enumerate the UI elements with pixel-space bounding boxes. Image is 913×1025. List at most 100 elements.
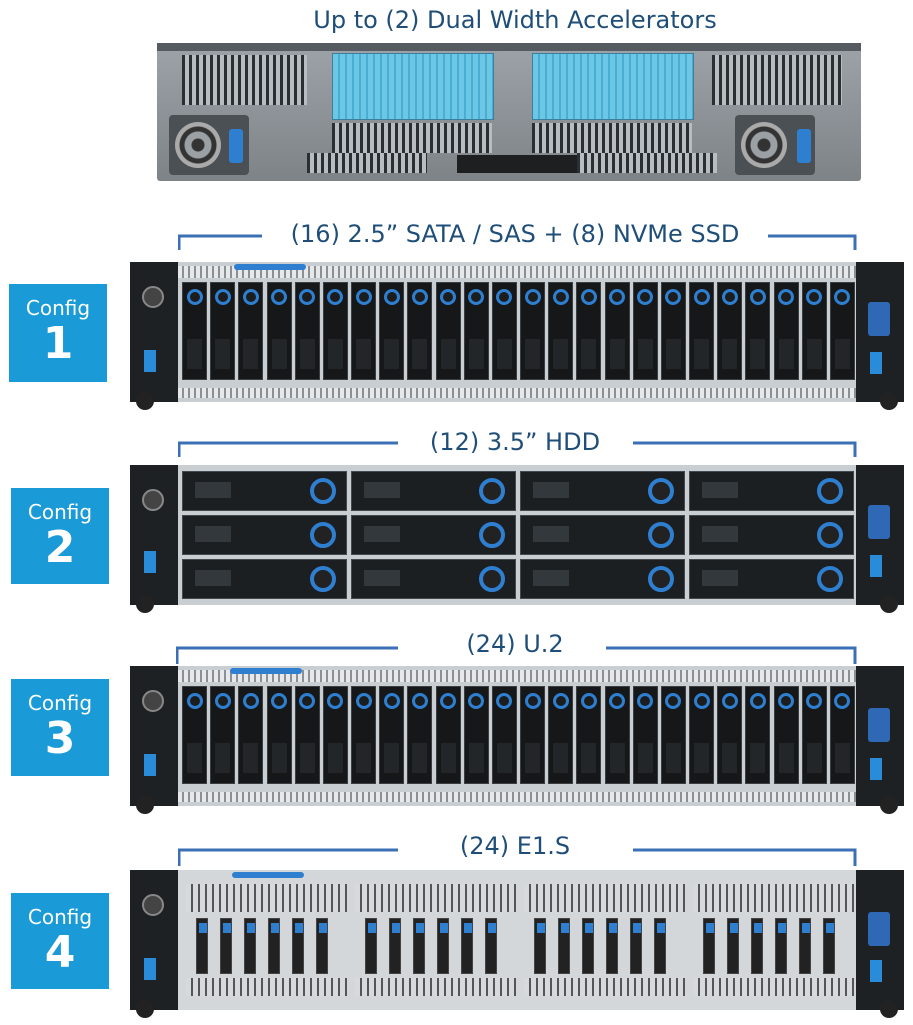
vent-grid bbox=[693, 978, 854, 996]
config-1-bracket bbox=[178, 234, 857, 250]
drive-bay bbox=[576, 686, 602, 784]
e1s-drive bbox=[292, 918, 304, 974]
drive-bay bbox=[689, 282, 715, 380]
hdd-bay bbox=[351, 515, 516, 555]
e1s-drive bbox=[268, 918, 280, 974]
e1s-drive bbox=[196, 918, 208, 974]
drive-bay bbox=[745, 686, 771, 784]
drive-bay bbox=[548, 686, 574, 784]
drive-bay bbox=[351, 686, 377, 784]
e1s-drive bbox=[365, 918, 377, 974]
drive-bay bbox=[407, 686, 433, 784]
e1s-drive bbox=[316, 918, 328, 974]
drive-bay bbox=[548, 282, 574, 380]
hdd-bay bbox=[689, 559, 854, 599]
server-rear-view bbox=[157, 43, 861, 181]
drive-bay bbox=[491, 686, 517, 784]
hdd-bay bbox=[520, 471, 685, 511]
accelerator-slot-2 bbox=[532, 53, 694, 120]
drive-bay bbox=[689, 686, 715, 784]
hdd-bay bbox=[520, 515, 685, 555]
drive-bay bbox=[829, 686, 855, 784]
drive-bay bbox=[463, 686, 489, 784]
drive-bay bbox=[660, 282, 686, 380]
drive-bay bbox=[182, 282, 208, 380]
config-1-chassis bbox=[130, 262, 904, 410]
drive-bay bbox=[463, 282, 489, 380]
drive-bay bbox=[829, 282, 855, 380]
drive-bay bbox=[238, 282, 264, 380]
vent-grid bbox=[355, 884, 516, 912]
config-3-badge: Config 3 bbox=[11, 679, 109, 776]
config-1-badge: Config 1 bbox=[9, 284, 107, 382]
drive-bay bbox=[210, 686, 236, 784]
drive-bay bbox=[773, 686, 799, 784]
config-3-caption: (24) U.2 bbox=[466, 630, 564, 658]
e1s-drive bbox=[630, 918, 642, 974]
drive-bay bbox=[576, 282, 602, 380]
vent-grid bbox=[524, 978, 685, 996]
hdd-bay bbox=[689, 471, 854, 511]
drive-bay bbox=[266, 686, 292, 784]
drive-bay bbox=[435, 686, 461, 784]
e1s-drive bbox=[437, 918, 449, 974]
drive-bay bbox=[210, 282, 236, 380]
drive-bay bbox=[379, 282, 405, 380]
drive-bay bbox=[407, 282, 433, 380]
vent-grid bbox=[524, 884, 685, 912]
accelerator-caption: Up to (2) Dual Width Accelerators bbox=[313, 6, 717, 34]
config-3-chassis bbox=[130, 666, 904, 814]
drive-bay bbox=[266, 282, 292, 380]
e1s-drive bbox=[389, 918, 401, 974]
hdd-bay bbox=[689, 515, 854, 555]
drive-bay bbox=[801, 686, 827, 784]
drive-bay bbox=[773, 282, 799, 380]
e1s-drive bbox=[823, 918, 835, 974]
vent-grid bbox=[693, 884, 854, 912]
drive-bay bbox=[351, 282, 377, 380]
rear-io-ports bbox=[457, 155, 577, 173]
config-4-badge: Config 4 bbox=[11, 893, 109, 989]
config-2-badge: Config 2 bbox=[11, 488, 109, 584]
e1s-drive bbox=[413, 918, 425, 974]
config-4-caption: (24) E1.S bbox=[459, 832, 571, 860]
e1s-drive bbox=[751, 918, 763, 974]
e1s-drive bbox=[727, 918, 739, 974]
vent-grid bbox=[186, 978, 347, 996]
drive-bay bbox=[491, 282, 517, 380]
e1s-drive bbox=[244, 918, 256, 974]
e1s-drive bbox=[534, 918, 546, 974]
e1s-drive bbox=[775, 918, 787, 974]
e1s-drive bbox=[558, 918, 570, 974]
drive-bay bbox=[520, 282, 546, 380]
hdd-bay bbox=[520, 559, 685, 599]
drive-bay bbox=[435, 282, 461, 380]
drive-bay bbox=[294, 686, 320, 784]
e1s-drive bbox=[703, 918, 715, 974]
e1s-drive bbox=[606, 918, 618, 974]
e1s-drive bbox=[461, 918, 473, 974]
e1s-drive bbox=[799, 918, 811, 974]
drive-bay bbox=[294, 282, 320, 380]
hdd-bay bbox=[351, 559, 516, 599]
drive-bay bbox=[660, 686, 686, 784]
drive-bay bbox=[632, 282, 658, 380]
vent-grid bbox=[186, 884, 347, 912]
drive-bay bbox=[717, 686, 743, 784]
e1s-drive bbox=[582, 918, 594, 974]
e1s-drive bbox=[654, 918, 666, 974]
config-4-bracket bbox=[178, 848, 857, 866]
e1s-drive bbox=[485, 918, 497, 974]
power-supply-left bbox=[169, 115, 249, 175]
drive-bay bbox=[604, 282, 630, 380]
vent-grid bbox=[355, 978, 516, 996]
drive-bay bbox=[182, 686, 208, 784]
config-2-chassis bbox=[130, 465, 904, 613]
drive-bay bbox=[717, 282, 743, 380]
config-2-bracket bbox=[178, 441, 857, 457]
hdd-bay bbox=[182, 471, 347, 511]
drive-bay bbox=[322, 686, 348, 784]
drive-bay bbox=[632, 686, 658, 784]
hdd-bay bbox=[182, 515, 347, 555]
drive-bay bbox=[520, 686, 546, 784]
